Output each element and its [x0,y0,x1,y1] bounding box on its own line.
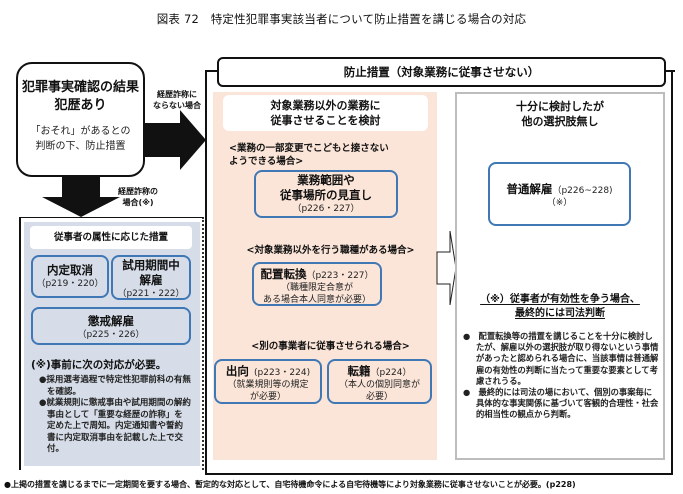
result-heading-line2: 犯歴あり [54,98,107,113]
secondment-box: 出向 (p223・224) （就業規則等の規定 が必要） [214,359,322,404]
scope-review-pages: （p226・227） [292,204,360,214]
no-alternative-title-line2: 他の選択肢無し [521,115,599,128]
disciplinary-dismissal-box: 懲戒解雇 （p225・226） [31,307,191,345]
case1-label-line1: <業務の一部変更でこどもと接さない [229,143,389,154]
prior-action-note-list: ●採用選考過程で特定性犯罪前科の有無を確認。 ●就業規則に懲戒事由や試用期間の解… [39,375,191,456]
scope-review-line2: 従事場所の見直し [280,188,372,202]
judicial-note-item: ● 配置転換等の措置を講じることを十分に検討したが、解雇以外の選択肢が取り得ない… [463,331,659,386]
prevention-measures-frame [205,70,673,475]
footnote: ●上掲の措置を講じるまでに一定期間を要する場合、暫定的な対応として、自宅待機命令… [4,480,576,489]
scope-review-line1: 業務範囲や [297,173,355,187]
right-arrow-label-line2: ならない場合 [153,101,201,110]
reassignment-title-line1: 対象業務以外の業務に [270,99,381,112]
disciplinary-dismissal-label: 懲戒解雇 [88,314,134,328]
trial-period-line1: 試用期間中 [122,258,180,272]
trial-period-line2: 解雇 [139,273,163,287]
down-arrow-label-line1: 経歴詐称の [118,187,158,196]
reassignment-box: 配置転換（p223・227） （職種限定合意が ある場合本人同意が必要） [252,262,382,306]
trial-period-dismissal-box: 試用期間中 解雇 （p221・222） [111,255,191,300]
result-sub: 「おそれ」があるとの 判断の下、防止措置 [18,124,143,154]
reassignment-title-line2: 従事させることを検討 [270,114,381,127]
case1-label-line2: ようできる場合> [229,156,304,167]
transfer-heading: 転籍（p224） [329,362,430,379]
no-alternative-panel [455,92,665,460]
naitei-torikeshi-pages: （p219・220） [36,279,104,289]
prior-action-note-item: ●就業規則に懲戒事由や試用期間の解約事由として「重要な経歴の詐称」を定めた上で周… [39,398,191,454]
check-result-box: 犯罪事実確認の結果 犯歴あり 「おそれ」があるとの 判断の下、防止措置 [16,62,145,177]
result-sub-line1: 「おそれ」があるとの [30,126,131,137]
case3-label: <別の事業者に従事させられる場合> [251,341,410,352]
down-arrow-label: 経歴詐称の 場合(※) [112,186,164,208]
ordinary-dismissal-note: （※） [546,198,573,208]
frame-top-left [205,70,217,72]
naitei-torikeshi-label: 内定取消 [47,263,93,277]
reassignment-note-line2: ある場合本人同意が必要） [262,295,371,305]
left-region-frame [19,217,204,470]
case1-label: <業務の一部変更でこどもと接さない ようできる場合> [229,142,434,168]
figure-title: 図表 72 特定性犯罪事実該当者について防止措置を講じる場合の対応 [156,12,527,26]
transfer-pages: （p224） [370,368,412,378]
secondment-label: 出向 [225,364,249,378]
right-arrow-label-line1: 経歴詐称に [157,90,197,99]
down-arrow-icon [42,177,120,217]
result-sub-line2: 判断の下、防止措置 [35,141,126,152]
no-alternative-title-line1: 十分に検討したが [516,100,604,113]
reassignment-panel-title: 対象業務以外の業務に 従事させることを検討 [223,95,428,131]
ordinary-dismissal-label: 普通解雇 [506,182,553,196]
judicial-note-item: ● 最終的には司法の場において、個別の事案毎に具体的な事実関係に基づいて客観的合… [463,387,659,420]
right-arrow-icon [145,110,206,170]
transfer-note-line1: （本人の個別同意が [338,380,420,390]
no-alternative-title: 十分に検討したが 他の選択肢無し [455,99,665,129]
naitei-torikeshi-box: 内定取消 （p219・220） [31,255,109,298]
ordinary-dismissal-box: 普通解雇（p226~228) （※） [488,162,631,226]
secondment-note-line2: が必要） [249,392,286,402]
case2-label: <対象業務以外を行う職種がある場合> [246,245,415,256]
judicial-note-heading-line1: （※）従事者が有効性を争う場合、 [480,294,640,305]
frame-top-right [664,70,675,72]
judicial-note-heading-line2: 最終的には司法判断 [515,308,605,319]
reassignment-pages: （p223・227） [306,271,374,281]
prevention-measures-title: 防止措置（対象業務に従事させない） [217,57,666,87]
scope-review-box: 業務範囲や 従事場所の見直し （p226・227） [254,170,398,218]
attribute-measures-title: 従事者の属性に応じた措置 [30,226,192,249]
down-arrow-label-line2: 場合(※) [122,198,154,207]
reassignment-label: 配置転換 [260,267,307,281]
transfer-box: 転籍（p224） （本人の個別同意が 必要） [327,359,432,404]
prior-action-note-heading: (※)事前に次の対応が必要。 [31,359,167,371]
reassignment-heading: 配置転換（p223・227） [254,265,380,282]
secondment-note-line1: （就業規則等の規定 [227,380,309,390]
judicial-note-heading: （※）従事者が有効性を争う場合、 最終的には司法判断 [463,293,657,321]
secondment-heading: 出向 (p223・224) [216,362,320,379]
ordinary-dismissal-pages: （p226~228) [552,186,613,196]
ordinary-dismissal-heading: 普通解雇（p226~228) [490,181,629,197]
transfer-label: 転籍 [347,364,371,378]
judicial-note-list: ● 配置転換等の措置を講じることを十分に検討したが、解雇以外の選択肢が取り得ない… [463,331,659,421]
result-heading-line1: 犯罪事実確認の結果 [21,80,139,95]
transfer-note-line2: 必要） [365,392,393,402]
right-arrow-label: 経歴詐称に ならない場合 [146,89,208,111]
secondment-pages: (p223・224) [254,368,311,378]
outline-arrow-icon [436,230,457,306]
disciplinary-dismissal-pages: （p225・226） [77,330,145,340]
trial-period-pages: （p221・222） [117,289,185,299]
prior-action-note-item: ●採用選考過程で特定性犯罪前科の有無を確認。 [39,375,191,397]
result-heading: 犯罪事実確認の結果 犯歴あり [18,79,143,115]
reassignment-note-line1: （職種限定合意が [280,283,353,293]
